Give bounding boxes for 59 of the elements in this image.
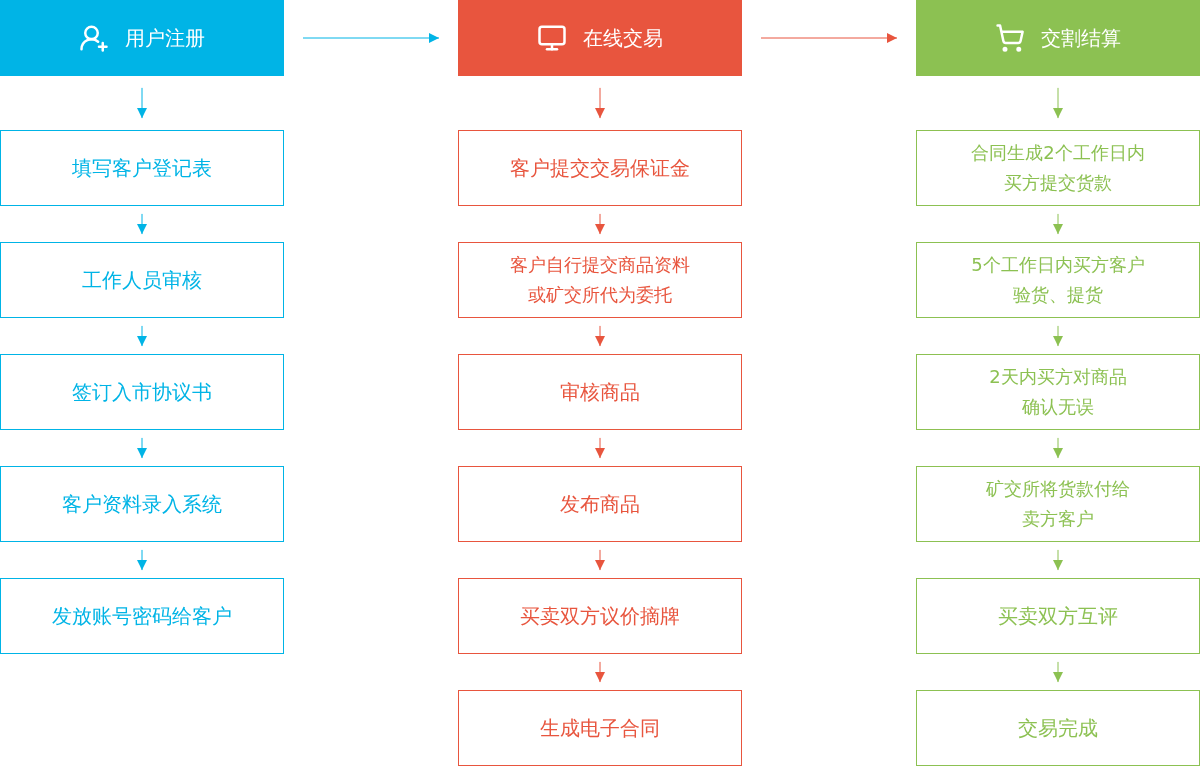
stage-header — [458, 0, 742, 76]
stage-title: 交割结算 — [1041, 25, 1121, 52]
arrow — [595, 549, 605, 571]
step-text: 发放账号密码给客户 — [52, 603, 232, 630]
stage-title: 用户注册 — [125, 25, 205, 52]
step-box — [916, 354, 1200, 430]
arrow — [137, 213, 147, 235]
step-box — [458, 578, 742, 654]
step-text: 工作人员审核 — [82, 267, 202, 294]
arrow — [1053, 661, 1063, 683]
stage-title: 在线交易 — [583, 25, 663, 52]
step-box — [458, 130, 742, 206]
step-text: 买卖双方互评 — [998, 603, 1118, 630]
step-box — [0, 130, 284, 206]
step-text: 合同生成2个工作日内买方提交货款 — [970, 141, 1146, 195]
arrow — [595, 87, 605, 119]
arrow — [302, 33, 440, 43]
step-text: 5个工作日内买方客户验货、提货 — [970, 253, 1146, 307]
step-box — [458, 690, 742, 766]
step-text: 2天内买方对商品确认无误 — [988, 365, 1128, 419]
step-text: 签订入市协议书 — [72, 379, 212, 406]
arrow — [595, 213, 605, 235]
step-box — [916, 578, 1200, 654]
step-box — [0, 354, 284, 430]
step-text: 审核商品 — [560, 379, 640, 406]
arrow — [595, 325, 605, 347]
step-box — [458, 354, 742, 430]
step-text: 矿交所将货款付给卖方客户 — [985, 477, 1131, 531]
step-box — [0, 466, 284, 542]
arrow — [137, 325, 147, 347]
arrow — [595, 661, 605, 683]
arrow — [137, 87, 147, 119]
step-box — [0, 242, 284, 318]
stage-header — [916, 0, 1200, 76]
step-text: 填写客户登记表 — [72, 155, 212, 182]
arrow — [760, 33, 898, 43]
arrow — [137, 549, 147, 571]
step-box — [916, 690, 1200, 766]
step-text: 客户提交交易保证金 — [510, 155, 690, 182]
step-box — [916, 466, 1200, 542]
step-box — [0, 578, 284, 654]
step-box — [458, 242, 742, 318]
arrow — [595, 437, 605, 459]
step-box — [916, 130, 1200, 206]
step-box — [916, 242, 1200, 318]
arrow — [1053, 87, 1063, 119]
arrow — [1053, 213, 1063, 235]
step-text: 生成电子合同 — [540, 715, 660, 742]
step-text: 发布商品 — [560, 491, 640, 518]
step-text: 客户自行提交商品资料或矿交所代为委托 — [509, 253, 691, 307]
arrow — [1053, 325, 1063, 347]
step-text: 买卖双方议价摘牌 — [520, 603, 680, 630]
arrow — [137, 437, 147, 459]
step-box — [458, 466, 742, 542]
step-text: 交易完成 — [1018, 715, 1098, 742]
stage-header — [0, 0, 284, 76]
arrow — [1053, 549, 1063, 571]
arrow — [1053, 437, 1063, 459]
step-text: 客户资料录入系统 — [62, 491, 222, 518]
